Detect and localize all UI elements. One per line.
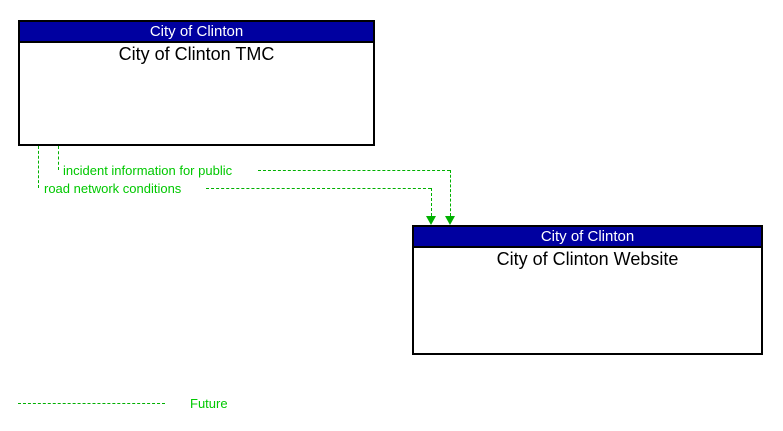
flow-label-road-network-conditions: road network conditions (44, 181, 182, 196)
box-title: City of Clinton TMC (118, 44, 275, 64)
box-city-of-clinton-tmc: City of Clinton City of Clinton TMC (18, 20, 375, 146)
flow-incident-drop-line (58, 146, 59, 170)
box-title: City of Clinton Website (496, 249, 679, 269)
legend-future-label: Future (190, 396, 228, 411)
box-city-of-clinton-website: City of Clinton City of Clinton Website (412, 225, 763, 355)
flow-road-drop-line (38, 146, 39, 188)
arrowhead-down-icon (445, 216, 455, 225)
flow-road-run-line (206, 188, 431, 189)
flow-incident-down-line (450, 170, 451, 216)
box-header: City of Clinton (20, 22, 373, 43)
legend-future-line-sample (18, 403, 165, 404)
flow-road-down-line (431, 188, 432, 216)
flow-label-incident-information: incident information for public (63, 163, 233, 178)
box-header: City of Clinton (414, 227, 761, 248)
flow-incident-run-line (258, 170, 450, 171)
arrowhead-down-icon (426, 216, 436, 225)
